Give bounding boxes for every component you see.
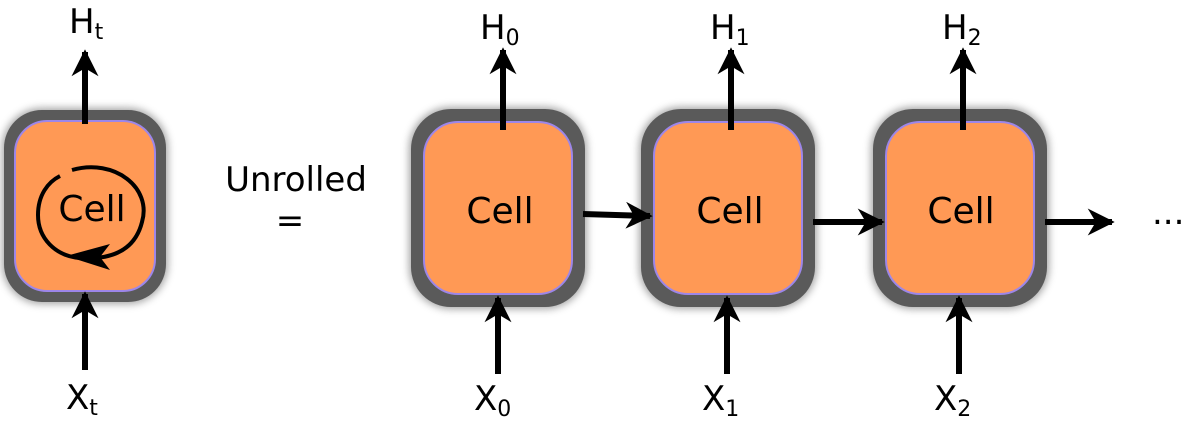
input-label-0: X0 xyxy=(474,379,512,423)
unrolled-cell-1 xyxy=(639,107,817,309)
cell-label-1: Cell xyxy=(696,191,764,232)
folded-input-label: Xt xyxy=(66,378,98,422)
cell-label-0: Cell xyxy=(466,191,534,232)
output-label-0: H0 xyxy=(480,8,520,52)
equals-sign: = xyxy=(275,201,305,241)
state-arrow-0-1 xyxy=(582,201,653,229)
recurrent-loop-arrowhead xyxy=(66,244,110,270)
unrolled-cell-2 xyxy=(871,107,1049,309)
folded-cell xyxy=(2,108,168,304)
output-label-2: H2 xyxy=(942,8,982,52)
output-label-1: H1 xyxy=(710,8,750,52)
folded-cell-label: Cell xyxy=(58,189,126,230)
cell-label-2: Cell xyxy=(927,191,995,232)
unrolled-label: Unrolled xyxy=(225,160,367,200)
continuation-ellipsis: ... xyxy=(1152,193,1185,233)
folded-output-label: Ht xyxy=(69,2,104,46)
input-label-1: X1 xyxy=(702,379,740,423)
unrolled-cell-0 xyxy=(409,107,587,309)
input-label-2: X2 xyxy=(934,379,972,423)
